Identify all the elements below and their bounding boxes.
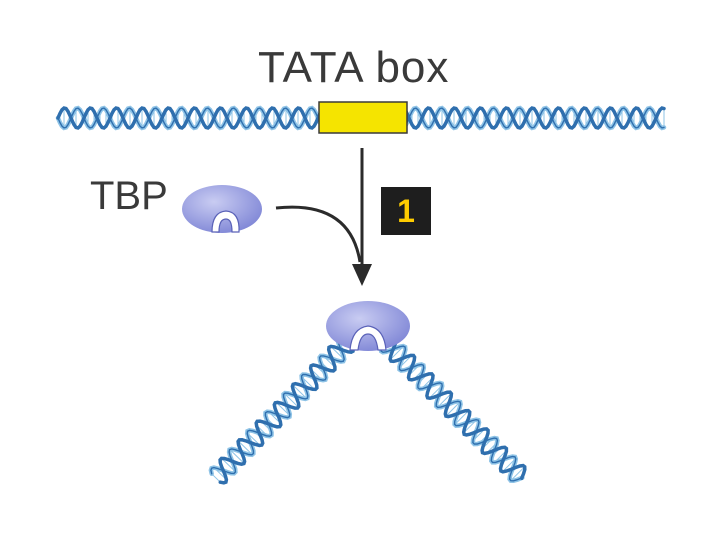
base-pair-rung xyxy=(292,384,308,399)
arrowhead-icon xyxy=(352,264,372,286)
tata-box-region xyxy=(318,101,408,134)
dna-double-helix-bent-right xyxy=(378,335,527,484)
tata-box-label: TATA box xyxy=(258,43,450,92)
tbp-bound-complex-icon xyxy=(326,301,410,351)
base-pair-rung xyxy=(445,401,461,417)
dna-strand xyxy=(380,339,523,482)
dna-strand xyxy=(382,335,527,481)
base-pair-rung xyxy=(454,410,469,425)
curved-arrow xyxy=(275,205,362,263)
dna-double-helix-bent-left xyxy=(208,334,355,485)
base-pair-rung xyxy=(283,393,299,408)
dna-strand xyxy=(210,336,351,475)
dna-strand xyxy=(218,338,355,485)
tbp-protein-icon xyxy=(182,185,262,233)
step-number-badge: 1 xyxy=(381,187,431,235)
base-pair-rung xyxy=(229,449,245,464)
tbp-label: TBP xyxy=(90,174,168,218)
base-pair-rung xyxy=(510,466,526,482)
